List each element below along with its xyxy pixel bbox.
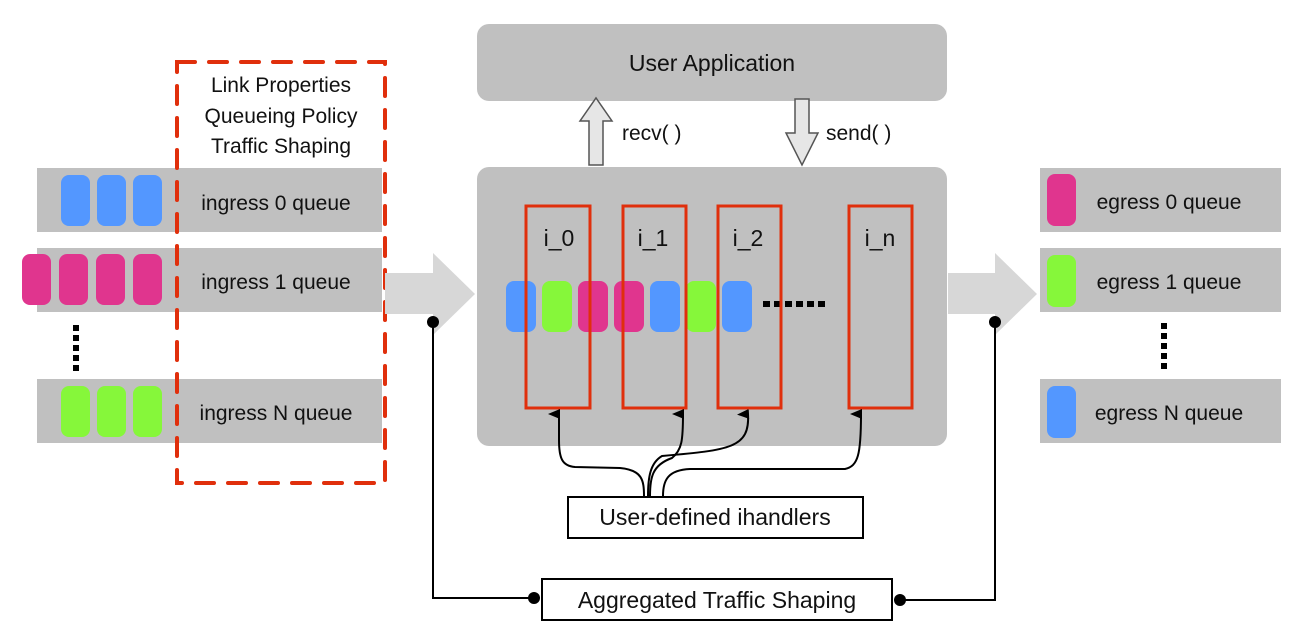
aggregated-shaping-connectors: [432, 322, 996, 601]
egress-0-queue-bar: [1040, 168, 1281, 232]
link-properties-line-1: Link Properties: [211, 74, 351, 97]
handler-i1: i_1: [621, 204, 688, 410]
handler-i2: i_2: [716, 204, 783, 410]
ingress-1-queue-label: ingress 1 queue: [201, 271, 350, 294]
packet-magenta: [22, 254, 51, 305]
recv-arrow-icon: [578, 96, 614, 166]
ihandler-connectors: [548, 408, 863, 497]
aggregated-right-dot: [894, 594, 906, 606]
core-to-egress-arrow: [948, 253, 1037, 335]
egress-1-queue-bar: [1040, 248, 1281, 312]
ingress-0-queue-bar: [37, 168, 382, 232]
link-properties-box: [175, 60, 387, 485]
egress-1-packets: [1047, 255, 1076, 307]
egress-0-packets: [1047, 174, 1076, 226]
pipeline-ellipsis: [763, 301, 825, 307]
aggregated-left-dot: [528, 592, 540, 604]
packet-blue: [650, 281, 680, 332]
ingress-tap-dot: [427, 316, 439, 328]
packet-blue: [722, 281, 752, 332]
ingress-0-packets: [61, 175, 162, 226]
handler-i0: i_0: [524, 204, 592, 410]
egress-queues: egress 0 queue egress 1 queue egress N q…: [1040, 168, 1281, 443]
handler-i2-label: i_2: [733, 225, 764, 251]
egress-n-queue-bar: [1040, 379, 1281, 443]
packet-magenta: [578, 281, 608, 332]
packet-green: [686, 281, 716, 332]
ingress-1-packets: [22, 254, 162, 305]
egress-n-packets: [1047, 386, 1076, 438]
packet-magenta: [1047, 174, 1076, 226]
handler-i1-label: i_1: [638, 225, 669, 251]
packet-magenta: [96, 254, 125, 305]
packet-blue: [133, 175, 162, 226]
packet-blue: [1047, 386, 1076, 438]
egress-n-queue-label: egress N queue: [1095, 402, 1243, 425]
handler-in-label: i_n: [865, 225, 896, 251]
traffic-shaping-line: Traffic Shaping: [211, 135, 351, 158]
aggregated-traffic-shaping-box: [541, 578, 893, 621]
pipeline-packets: [506, 281, 752, 332]
user-defined-ihandlers-label: User-defined ihandlers: [599, 504, 830, 530]
packet-green: [61, 386, 90, 437]
packet-magenta: [614, 281, 644, 332]
ingress-n-queue-bar: [37, 379, 382, 443]
packet-magenta: [133, 254, 162, 305]
egress-tap-dot: [989, 316, 1001, 328]
handler-i0-label: i_0: [544, 225, 575, 251]
user-defined-ihandlers-box: [567, 496, 864, 539]
handler-in: i_n: [847, 204, 914, 410]
egress-0-queue-label: egress 0 queue: [1097, 191, 1242, 214]
user-application-box: [477, 24, 947, 101]
ingress-ellipsis: [73, 325, 79, 371]
packet-magenta: [59, 254, 88, 305]
ingress-1-queue-bar: [37, 248, 382, 312]
packet-blue: [97, 175, 126, 226]
ingress-n-queue-label: ingress N queue: [200, 402, 353, 425]
queueing-policy-line: Queueing Policy: [205, 105, 358, 128]
ingress-0-queue-label: ingress 0 queue: [201, 192, 350, 215]
packet-blue: [61, 175, 90, 226]
packet-green: [542, 281, 572, 332]
packet-green: [1047, 255, 1076, 307]
user-application-label: User Application: [629, 50, 795, 76]
ingress-n-packets: [61, 386, 162, 437]
recv-label: recv( ): [622, 122, 682, 145]
ingress-to-core-arrow: [385, 253, 475, 335]
aggregated-traffic-shaping-label: Aggregated Traffic Shaping: [578, 587, 856, 613]
send-label: send( ): [826, 122, 891, 145]
egress-ellipsis: [1161, 323, 1167, 369]
send-arrow-icon: [784, 98, 820, 167]
packet-green: [97, 386, 126, 437]
packet-green: [133, 386, 162, 437]
packet-blue: [506, 281, 536, 332]
ingress-queues: ingress 0 queue ingress 1 queue ingress …: [22, 168, 382, 443]
egress-1-queue-label: egress 1 queue: [1097, 271, 1242, 294]
